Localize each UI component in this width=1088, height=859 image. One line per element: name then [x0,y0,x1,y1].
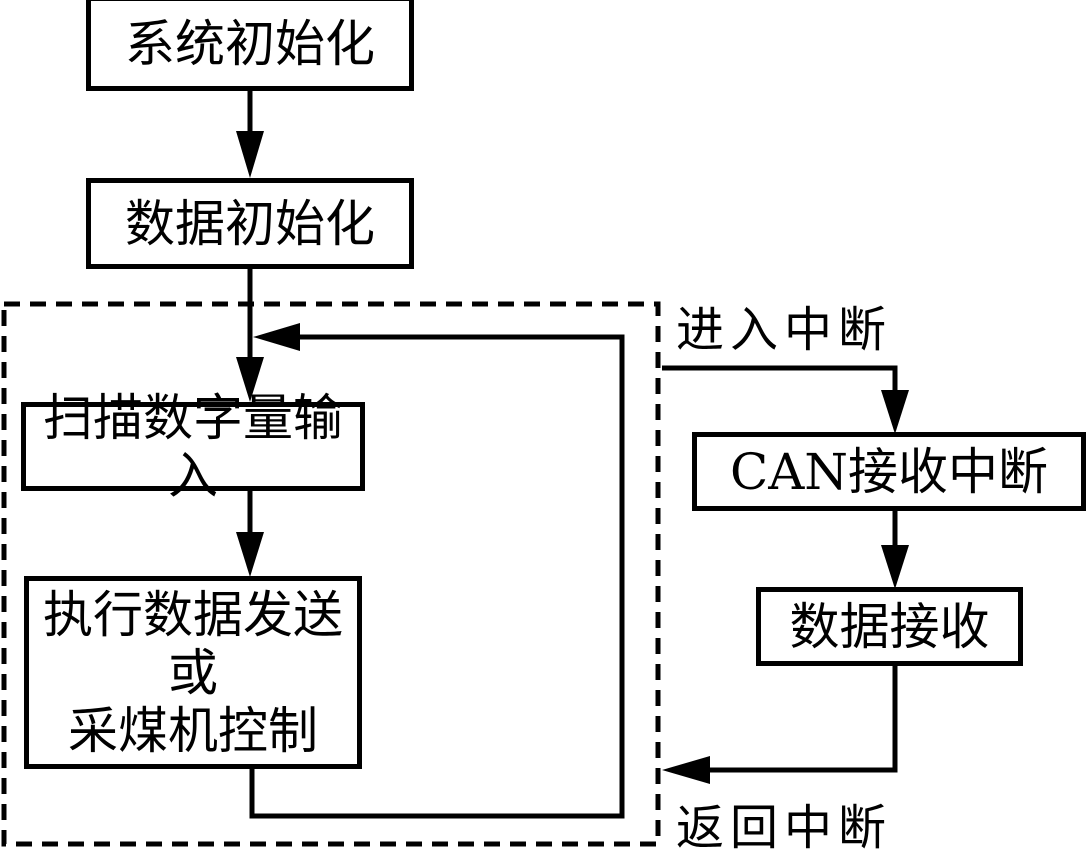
return-interrupt-label: 返回中断 [676,800,893,856]
system-init-text: 系统初始化 [125,14,375,73]
execute-control-box: 执行数据发送或 采煤机控制 [24,576,362,769]
data-init-text: 数据初始化 [125,194,375,253]
execute-text-line2: 采煤机控制 [68,701,318,760]
arrowhead-down-icon [881,390,909,434]
data-init-box: 数据初始化 [86,178,414,269]
main-loop-boundary [1,301,661,847]
data-receive-box: 数据接收 [756,587,1023,666]
interrupt-return-connector [690,665,898,773]
data-receive-text: 数据接收 [789,597,990,656]
enter-interrupt-label: 进入中断 [676,302,893,358]
system-init-box: 系统初始化 [86,0,414,91]
scan-input-box-label: 扫描数字量输入 [21,389,365,505]
loop-back-connector [249,334,625,819]
arrowhead-left-icon [662,756,710,784]
can-receive-interrupt-box: CAN接收中断 [692,432,1086,511]
scan-input-text: 扫描数字量输入 [43,388,343,505]
arrowhead-down-icon [236,357,264,402]
interrupt-enter-connector [662,365,898,410]
arrowhead-left-icon [253,323,300,351]
arrowhead-down-icon [236,131,264,178]
can-receive-text: CAN接收中断 [729,442,1049,501]
arrowhead-down-icon [881,545,909,589]
execute-text-line1: 执行数据发送或 [43,585,343,702]
arrowhead-down-icon [236,532,264,577]
